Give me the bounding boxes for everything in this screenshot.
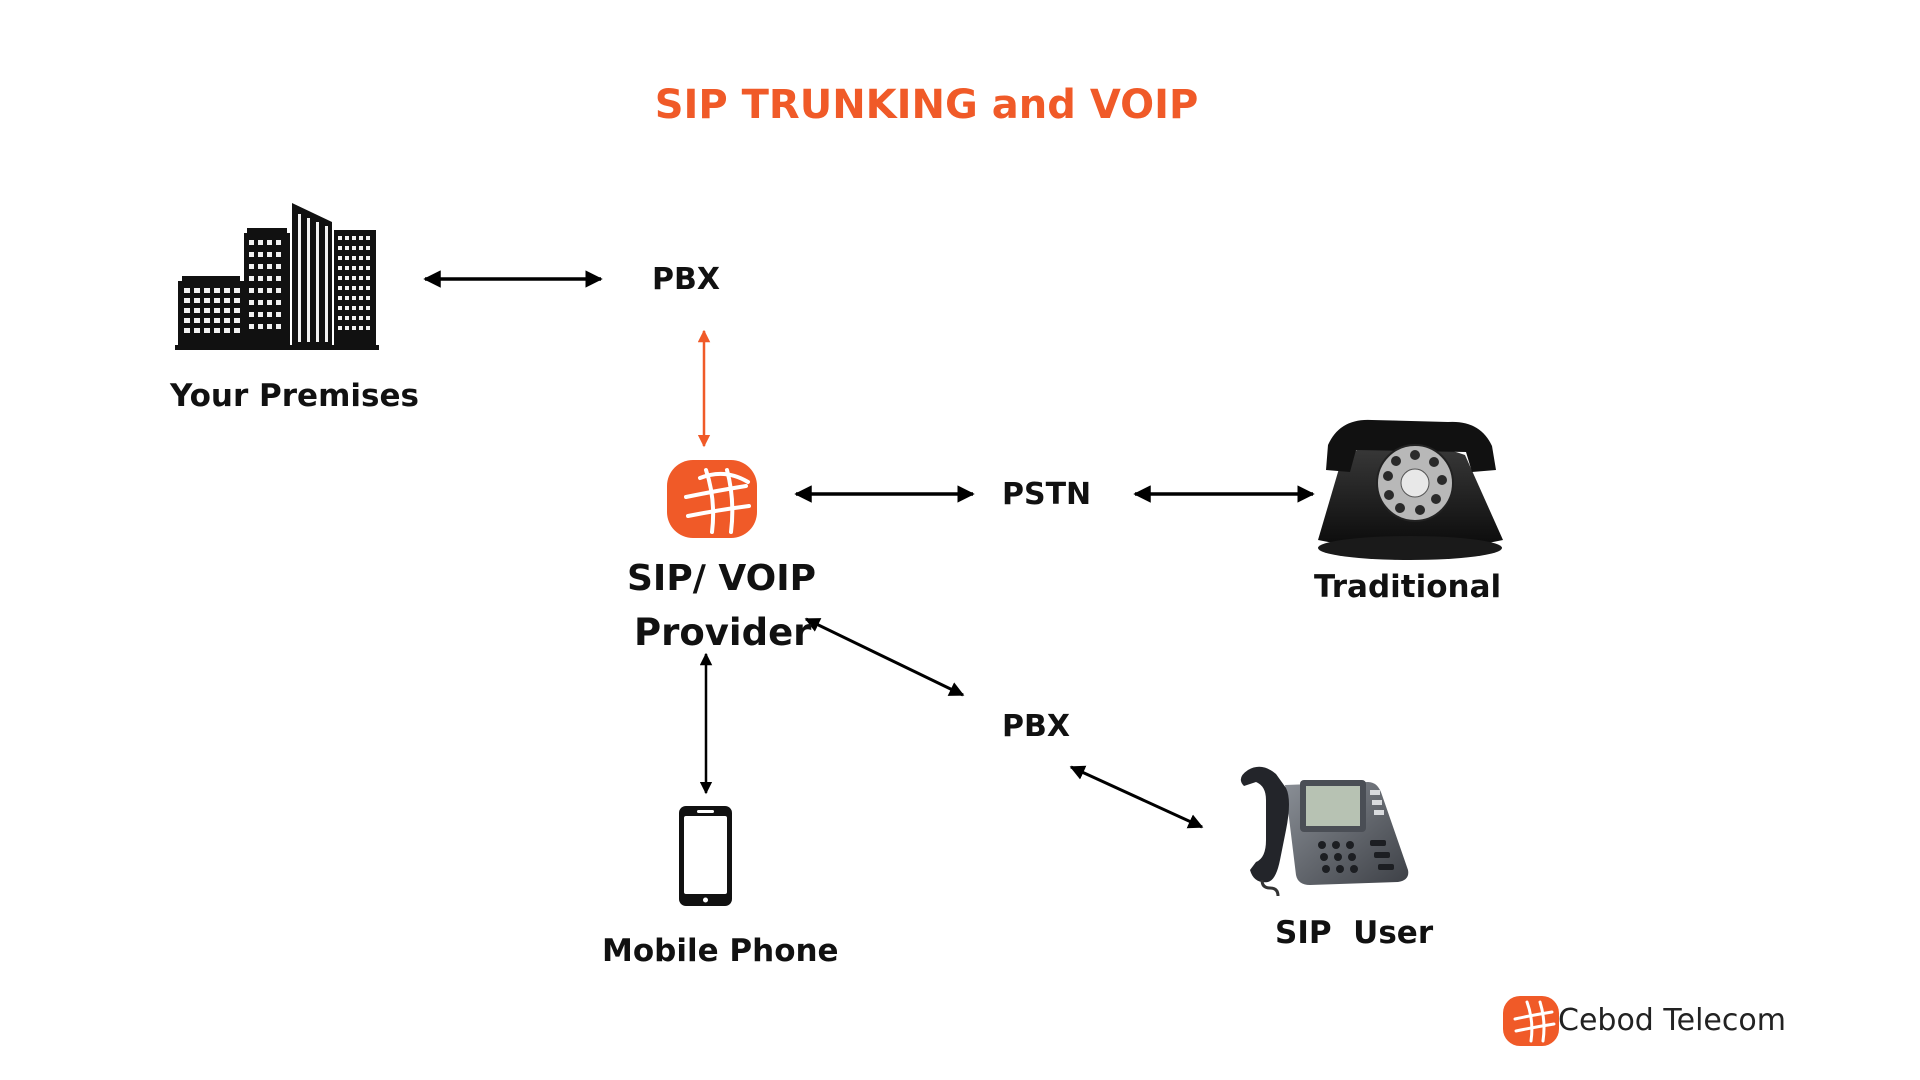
label-pbx-bottom: PBX bbox=[1002, 709, 1070, 744]
arrow-pbx-sipuser bbox=[1069, 765, 1204, 829]
brand-name: Cebod Telecom bbox=[1558, 1003, 1786, 1038]
label-provider-line1: SIP/ VOIP bbox=[627, 558, 816, 599]
ip-desk-phone-icon bbox=[1240, 766, 1409, 897]
smartphone-icon bbox=[679, 806, 732, 906]
cebod-logo-icon bbox=[667, 460, 757, 538]
label-pstn: PSTN bbox=[1002, 477, 1092, 512]
label-sip-user: SIP User bbox=[1275, 915, 1434, 951]
brand-logo-icon bbox=[1503, 996, 1559, 1046]
diagram-title: SIP TRUNKING and VOIP bbox=[654, 82, 1199, 128]
label-provider-line2: Provider bbox=[634, 611, 812, 654]
label-your-premises: Your Premises bbox=[170, 378, 419, 414]
label-traditional: Traditional bbox=[1314, 569, 1502, 605]
label-mobile-phone: Mobile Phone bbox=[602, 933, 839, 969]
label-pbx-top: PBX bbox=[652, 262, 720, 297]
office-building-icon bbox=[175, 203, 379, 350]
arrow-provider-pbx-bottom bbox=[804, 617, 965, 697]
rotary-phone-icon bbox=[1318, 419, 1503, 560]
